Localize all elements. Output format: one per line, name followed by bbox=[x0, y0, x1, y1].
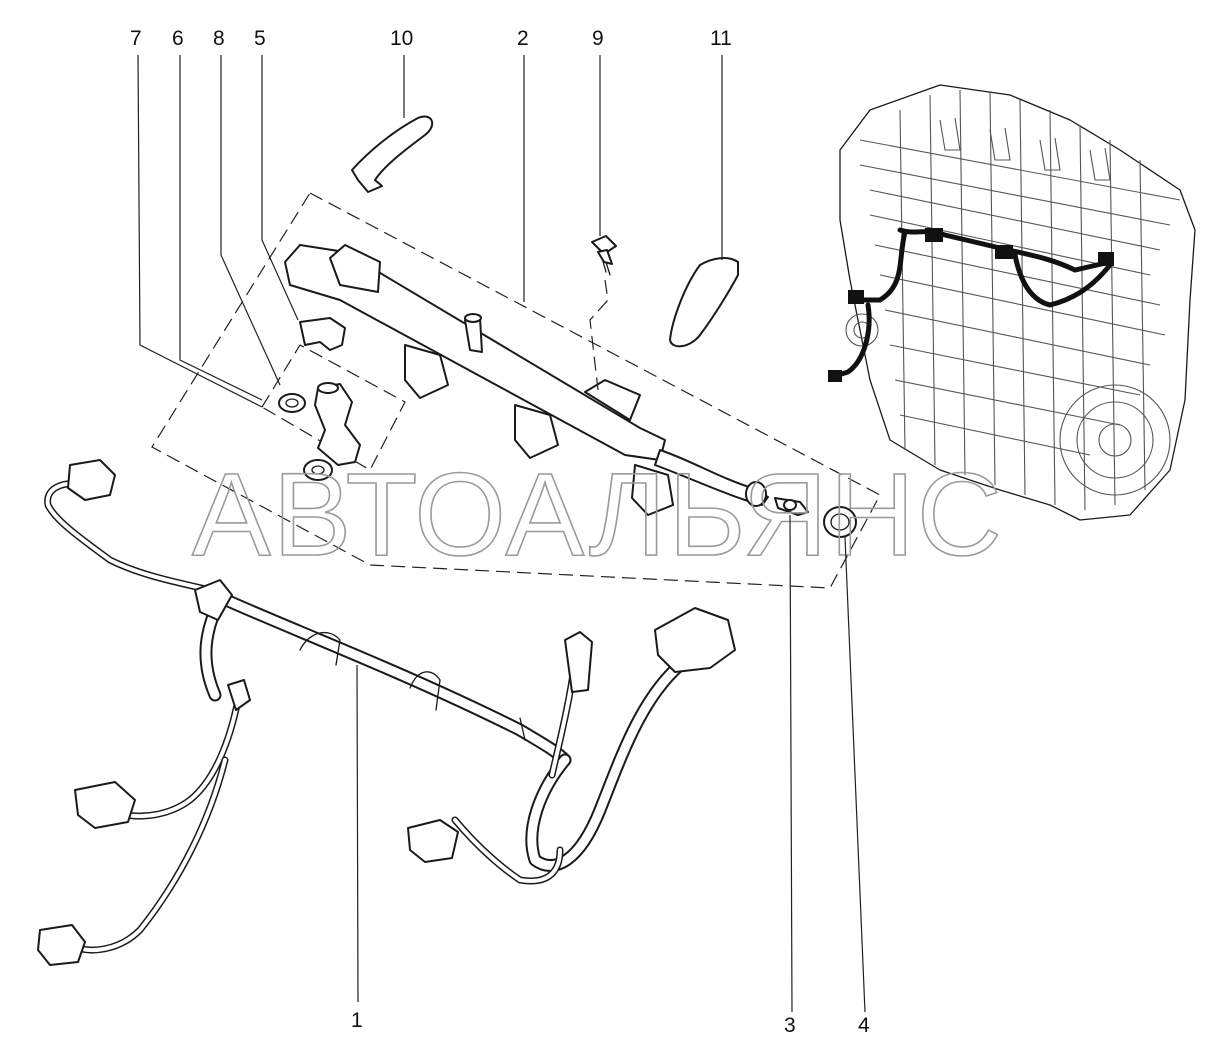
o-ring-upper bbox=[278, 393, 306, 413]
callout-6: 6 bbox=[172, 27, 184, 50]
bolt bbox=[591, 235, 617, 276]
fuel-rail-assembly-outline bbox=[151, 192, 881, 589]
leader-lines bbox=[137, 54, 866, 1013]
injector-subassembly-outline bbox=[261, 344, 406, 471]
callout-1: 1 bbox=[351, 1009, 363, 1032]
pressure-sensor bbox=[774, 497, 809, 516]
o-ring-lower bbox=[303, 459, 333, 481]
hose-clamp-upper bbox=[351, 115, 434, 193]
wiring-harness bbox=[37, 459, 736, 966]
callout-5: 5 bbox=[254, 27, 266, 50]
watermark: АВТОАЛЬЯНС bbox=[192, 449, 1004, 581]
engine-illustration bbox=[828, 84, 1196, 521]
injector-clip bbox=[299, 317, 346, 351]
callout-10: 10 bbox=[390, 27, 413, 50]
callout-9: 9 bbox=[592, 27, 604, 50]
fuel-injector bbox=[314, 382, 361, 466]
callout-4: 4 bbox=[858, 1014, 870, 1037]
callout-labels: 7 6 8 5 10 2 9 11 1 3 4 bbox=[130, 27, 870, 1037]
callout-3: 3 bbox=[784, 1014, 796, 1037]
hose-clamp-lower bbox=[669, 257, 739, 348]
callout-7: 7 bbox=[130, 27, 142, 50]
rubber-grommet bbox=[823, 506, 857, 538]
fuel-rail bbox=[284, 244, 769, 516]
callout-11: 11 bbox=[710, 27, 732, 50]
callout-2: 2 bbox=[517, 27, 529, 50]
callout-8: 8 bbox=[213, 27, 225, 50]
